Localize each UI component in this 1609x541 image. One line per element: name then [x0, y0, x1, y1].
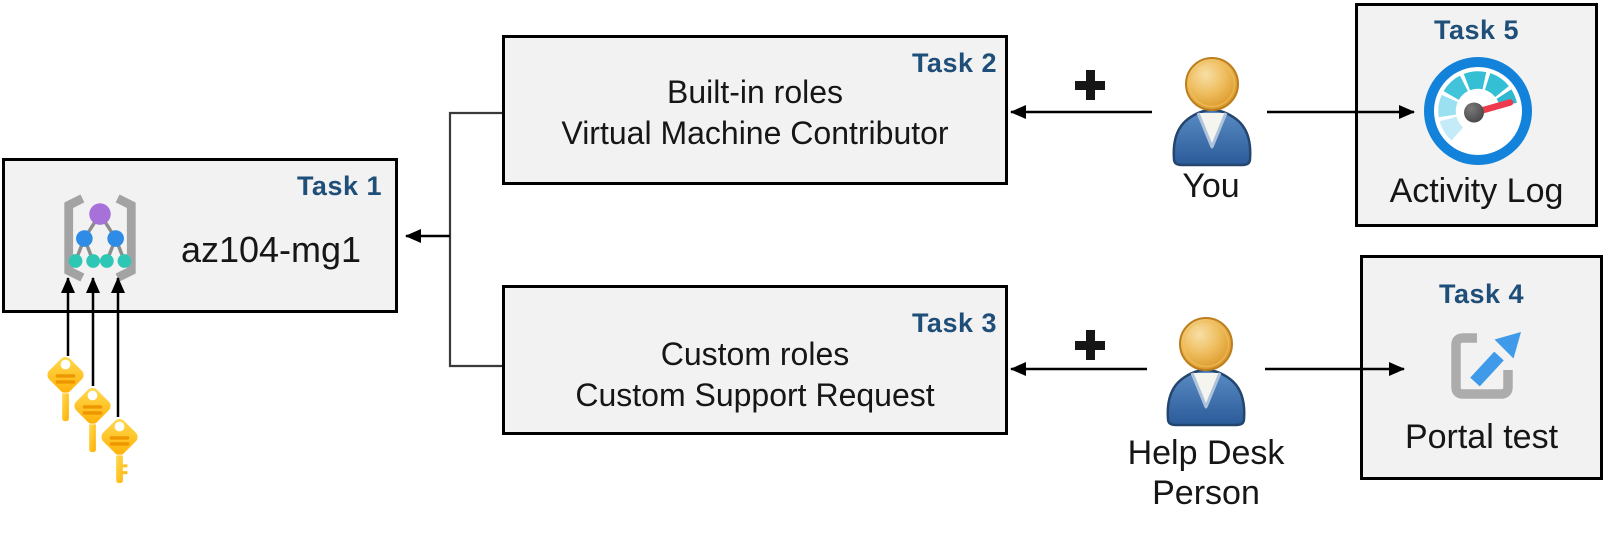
task3-tag: Task 3 — [911, 308, 997, 338]
task1-tag: Task 1 — [296, 171, 382, 201]
external-link-icon — [1451, 332, 1521, 399]
task3-box: Task 3 Custom roles Custom Support Reque… — [502, 285, 1008, 435]
you-label: You — [1182, 167, 1240, 205]
key-icon-3 — [97, 415, 142, 484]
task5-box: Task 5 Activity Log — [1355, 3, 1598, 227]
task2-line2: Virtual Machine Contributor — [561, 115, 949, 151]
task4-caption: Portal test — [1404, 418, 1559, 456]
plus-icon-bottom — [1075, 330, 1105, 360]
management-group-icon — [64, 194, 136, 282]
helpdesk-label-line1: Help Desk — [1127, 434, 1285, 472]
helpdesk-label: Help Desk Person — [1106, 433, 1306, 513]
person-icon-you — [1172, 57, 1252, 167]
task3-line1: Custom roles — [660, 336, 850, 372]
task2-box: Task 2 Built-in roles Virtual Machine Co… — [502, 35, 1008, 185]
task4-tag: Task 4 — [1438, 279, 1525, 309]
gauge-icon — [1424, 57, 1532, 165]
task3-line2: Custom Support Request — [575, 377, 935, 413]
task2-tag: Task 2 — [911, 48, 997, 78]
plus-icon-top — [1075, 70, 1105, 100]
three-gold-keys-icon — [43, 353, 142, 484]
task5-tag: Task 5 — [1433, 15, 1520, 45]
helpdesk-label-line2: Person — [1152, 474, 1260, 512]
task1-title: az104-mg1 — [180, 229, 362, 270]
person-icon-helpdesk — [1166, 317, 1246, 427]
task2-line1: Built-in roles — [666, 74, 844, 110]
task5-caption: Activity Log — [1389, 172, 1564, 210]
bracket-connector — [448, 111, 502, 368]
